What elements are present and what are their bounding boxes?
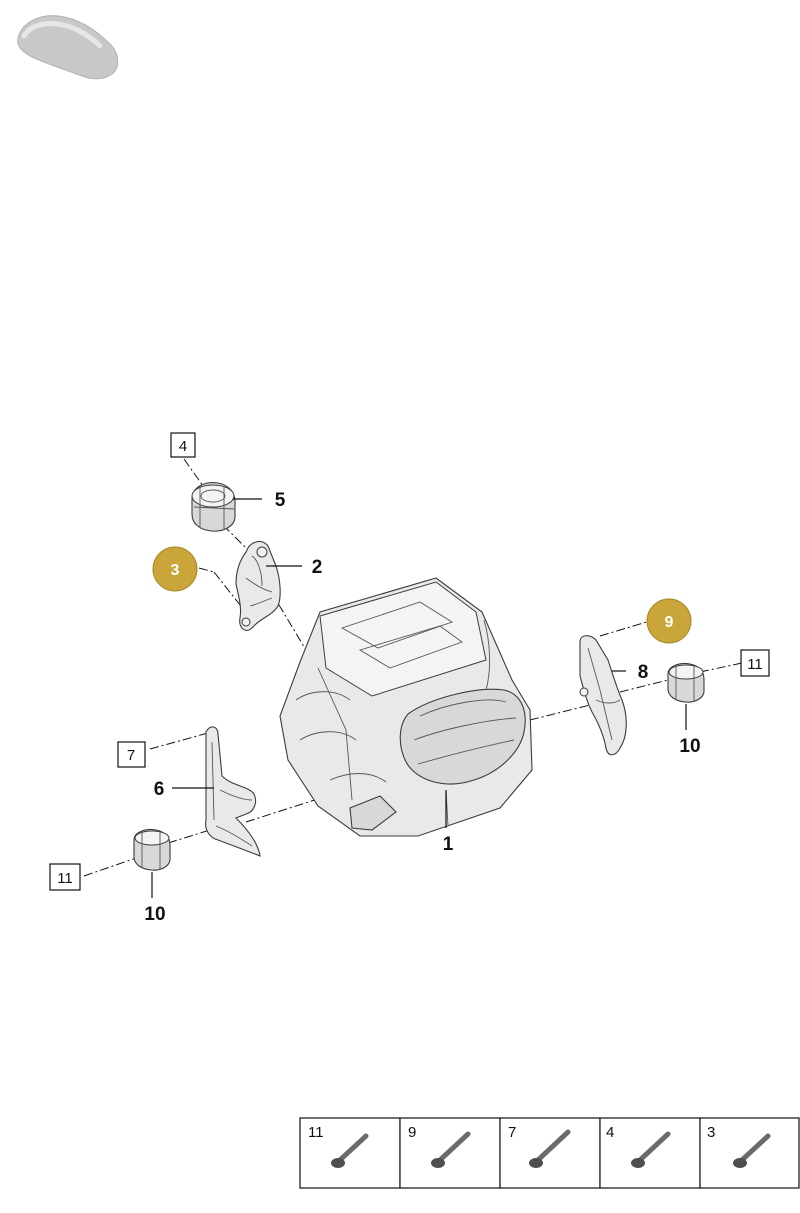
callout-5: 5 — [275, 490, 286, 511]
callout-11-box-right: 11 — [740, 649, 770, 677]
svg-text:8: 8 — [638, 662, 649, 683]
svg-text:10: 10 — [679, 736, 700, 757]
mount-bushing-left — [133, 828, 171, 871]
svg-text:9: 9 — [408, 1124, 416, 1141]
bolt-icon — [733, 1133, 771, 1168]
svg-text:11: 11 — [57, 870, 73, 887]
svg-text:11: 11 — [308, 1124, 324, 1141]
bolt-icon — [431, 1131, 471, 1168]
callout-9-highlight[interactable]: 9 — [646, 598, 692, 644]
callout-11-box-left: 11 — [49, 863, 81, 891]
callout-8: 8 — [638, 662, 649, 683]
bolt-icon — [529, 1129, 571, 1168]
fastener-cell-11: 11 — [308, 1124, 369, 1168]
bracket-upper — [235, 540, 281, 631]
svg-text:10: 10 — [144, 904, 165, 925]
mount-bushing-right — [667, 662, 705, 703]
svg-text:2: 2 — [312, 557, 323, 578]
svg-text:4: 4 — [606, 1124, 614, 1141]
callout-3-highlight[interactable]: 3 — [152, 546, 198, 592]
mount-bushing-top — [191, 482, 236, 532]
fastener-cell-4: 4 — [606, 1124, 671, 1168]
svg-text:5: 5 — [275, 490, 286, 511]
fastener-cell-9: 9 — [408, 1124, 471, 1168]
callout-1: 1 — [443, 834, 454, 855]
bolt-icon — [331, 1133, 369, 1168]
svg-text:7: 7 — [508, 1124, 516, 1141]
fastener-cell-7: 7 — [508, 1124, 571, 1168]
bracket-right — [579, 635, 627, 756]
svg-text:4: 4 — [179, 438, 187, 455]
callout-4-box: 4 — [170, 432, 196, 458]
svg-text:3: 3 — [707, 1124, 715, 1141]
bolt-icon — [631, 1131, 671, 1168]
callout-10-right: 10 — [679, 736, 700, 757]
bracket-left — [205, 726, 261, 857]
car-silhouette-icon — [17, 15, 119, 80]
leader-lines — [151, 498, 687, 898]
fastener-table: 11 9 7 4 — [299, 1117, 800, 1189]
callout-6: 6 — [154, 779, 165, 800]
svg-text:11: 11 — [747, 656, 763, 673]
svg-text:3: 3 — [171, 562, 180, 579]
fastener-cell-3: 3 — [707, 1124, 771, 1168]
electric-drive-unit — [279, 577, 533, 837]
svg-text:9: 9 — [665, 614, 674, 631]
svg-text:1: 1 — [443, 834, 454, 855]
callout-7-box: 7 — [117, 741, 146, 768]
svg-text:6: 6 — [154, 779, 165, 800]
svg-text:7: 7 — [127, 747, 135, 764]
callout-2: 2 — [312, 557, 323, 578]
callout-10-left: 10 — [144, 904, 165, 925]
